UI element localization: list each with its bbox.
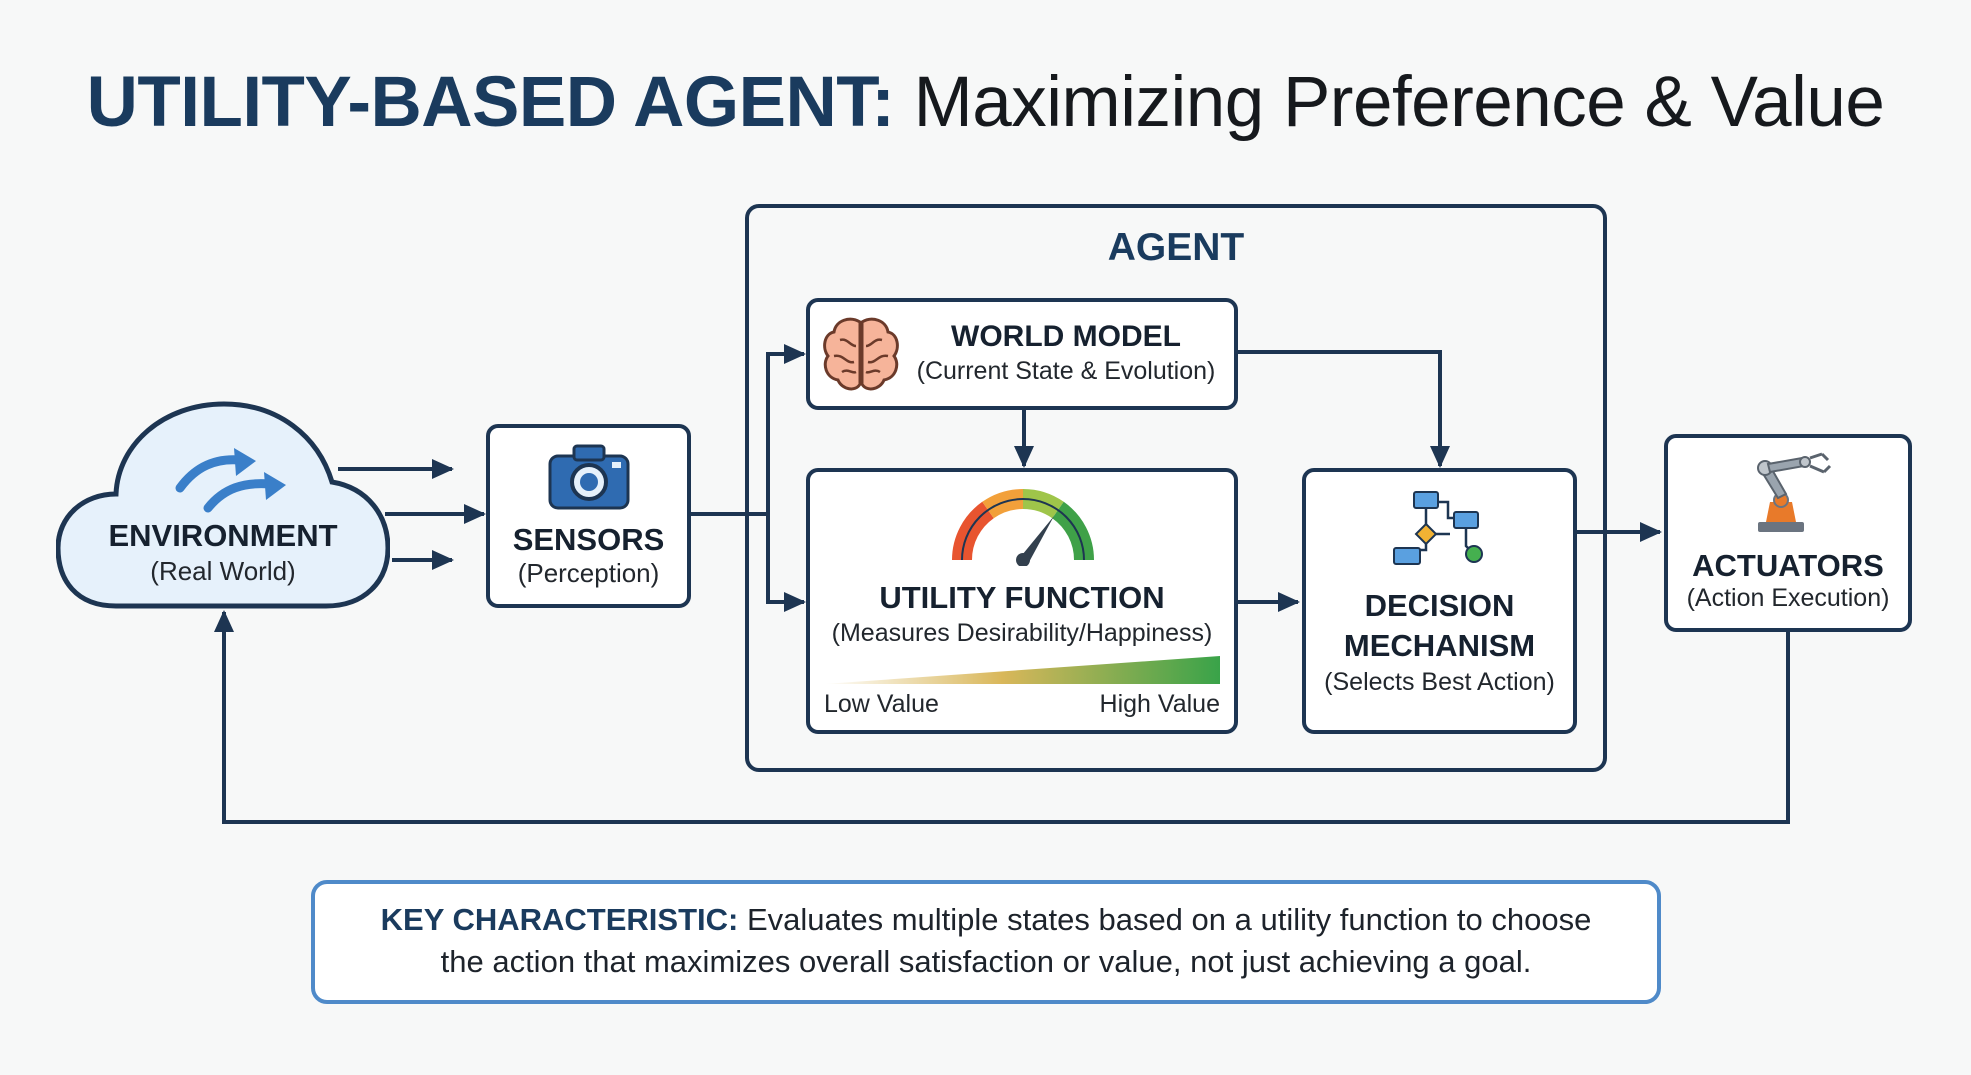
sensors-to-world-model-arrow: [766, 344, 806, 514]
agent-label: AGENT: [1107, 226, 1245, 269]
utility-function-label: UTILITY FUNCTION: [879, 580, 1165, 615]
flowchart-icon: [1393, 491, 1483, 565]
key-characteristic-text1: Evaluates multiple states based on a uti…: [746, 902, 1592, 937]
title-accent: UTILITY-BASED AGENT:: [86, 63, 895, 142]
low-value-label: Low Value: [824, 690, 939, 718]
value-gradient-bar: [824, 656, 1220, 684]
sensors-label: SENSORS: [512, 522, 665, 557]
camera-icon: [548, 444, 630, 510]
decision-sublabel: (Selects Best Action): [1324, 668, 1555, 696]
gauge-icon: [951, 488, 1095, 566]
world-model-box: [806, 298, 1238, 410]
actuators-label: ACTUATORS: [1692, 548, 1884, 583]
key-characteristic-line2: the action that maximizes overall satisf…: [440, 944, 1532, 979]
key-characteristic-box: KEY CHARACTERISTIC: Evaluates multiple s…: [311, 880, 1661, 1004]
utility-function-box: [806, 468, 1238, 734]
environment-sublabel: (Real World): [150, 556, 296, 586]
robot-arm-icon: [1757, 452, 1832, 532]
world-model-label: WORLD MODEL: [951, 320, 1181, 353]
title-rest: Maximizing Preference & Value: [913, 63, 1885, 142]
cloud-icon: [56, 401, 390, 609]
agent-frame: [745, 204, 1607, 772]
actuators-sublabel: (Action Execution): [1686, 584, 1890, 612]
key-characteristic-line1: KEY CHARACTERISTIC: Evaluates multiple s…: [315, 902, 1657, 938]
sensors-sublabel: (Perception): [517, 558, 660, 588]
feedback-loop-arrow: [214, 610, 1790, 824]
decision-label-line2: MECHANISM: [1343, 628, 1536, 663]
world-model-sublabel: (Current State & Evolution): [916, 357, 1216, 385]
world-model-to-decision-arrow: [1238, 350, 1450, 468]
decision-mechanism-box: [1302, 468, 1577, 734]
page-title: UTILITY-BASED AGENT: Maximizing Preferen…: [0, 62, 1971, 143]
high-value-label: High Value: [1099, 690, 1220, 718]
sensors-to-utility-arrow: [766, 514, 806, 612]
environment-label: ENVIRONMENT: [108, 518, 338, 553]
decision-label-line1: DECISION: [1364, 588, 1515, 623]
brain-icon: [823, 317, 899, 391]
key-characteristic-label: KEY CHARACTERISTIC:: [380, 902, 739, 937]
utility-function-sublabel: (Measures Desirability/Happiness): [831, 619, 1213, 647]
